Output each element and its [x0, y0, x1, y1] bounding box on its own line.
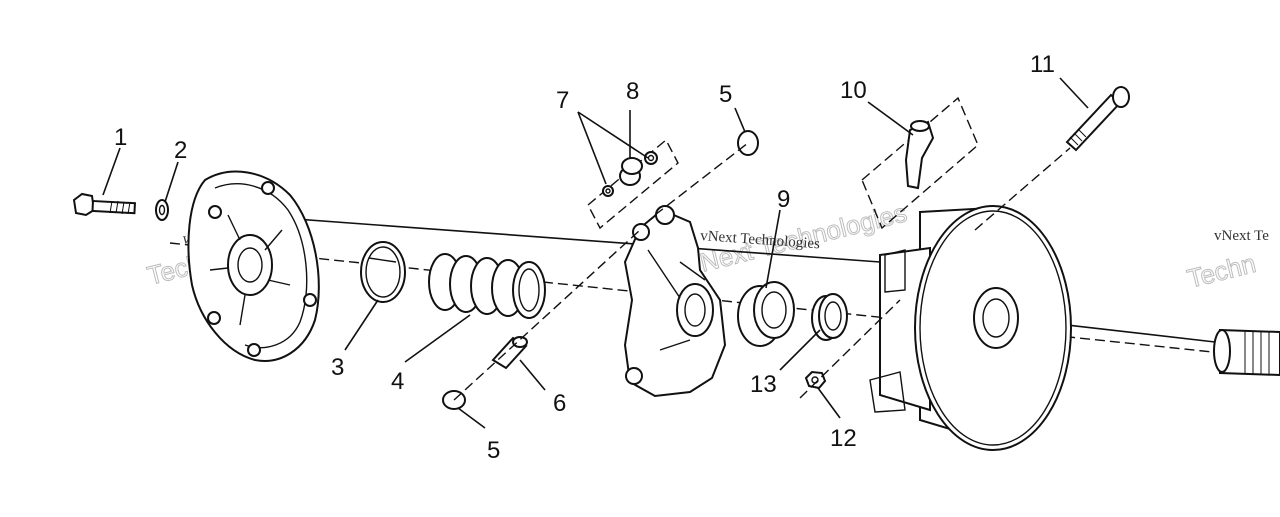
bearing-part-13	[811, 293, 848, 341]
callout-4: 4	[391, 368, 404, 395]
callout-12: 12	[830, 425, 857, 452]
shaft	[1213, 328, 1280, 377]
callout-13: 13	[750, 371, 777, 398]
pin-part-6	[491, 336, 528, 370]
callout-7: 7	[556, 87, 569, 114]
ring-part-3	[360, 241, 406, 303]
callout-labels: 1 2 3 4 5 5 6 7 8 9 10 11 12 13	[114, 51, 1055, 464]
dashed-guides	[453, 142, 1071, 401]
bolt-part-1	[72, 192, 136, 217]
watermark-text-right: vNext Te	[1214, 228, 1269, 244]
callout-3: 3	[331, 354, 344, 381]
nut-part-12	[804, 370, 827, 390]
watermark-outline-right: Techn	[1184, 248, 1259, 294]
callout-8: 8	[626, 78, 639, 105]
callout-5-lower: 5	[487, 437, 500, 464]
detail-box-10	[861, 96, 979, 230]
cover-plate	[187, 170, 320, 362]
washer-part-2	[155, 199, 169, 221]
roller-part-5-upper	[737, 130, 759, 156]
sheave	[869, 205, 1072, 451]
spider-arm	[623, 205, 727, 398]
callout-1: 1	[114, 124, 127, 151]
callout-9: 9	[777, 186, 790, 213]
bolt-part-11	[1065, 86, 1130, 152]
callout-10: 10	[840, 77, 867, 104]
callout-2: 2	[174, 137, 187, 164]
spring-part-4	[428, 253, 546, 319]
callout-5-upper: 5	[719, 81, 732, 108]
leader-lines	[102, 77, 1089, 429]
bushing-part-9	[737, 281, 795, 347]
detail-box-7-8	[587, 138, 679, 230]
callout-11: 11	[1030, 51, 1055, 78]
callout-6: 6	[553, 390, 566, 417]
